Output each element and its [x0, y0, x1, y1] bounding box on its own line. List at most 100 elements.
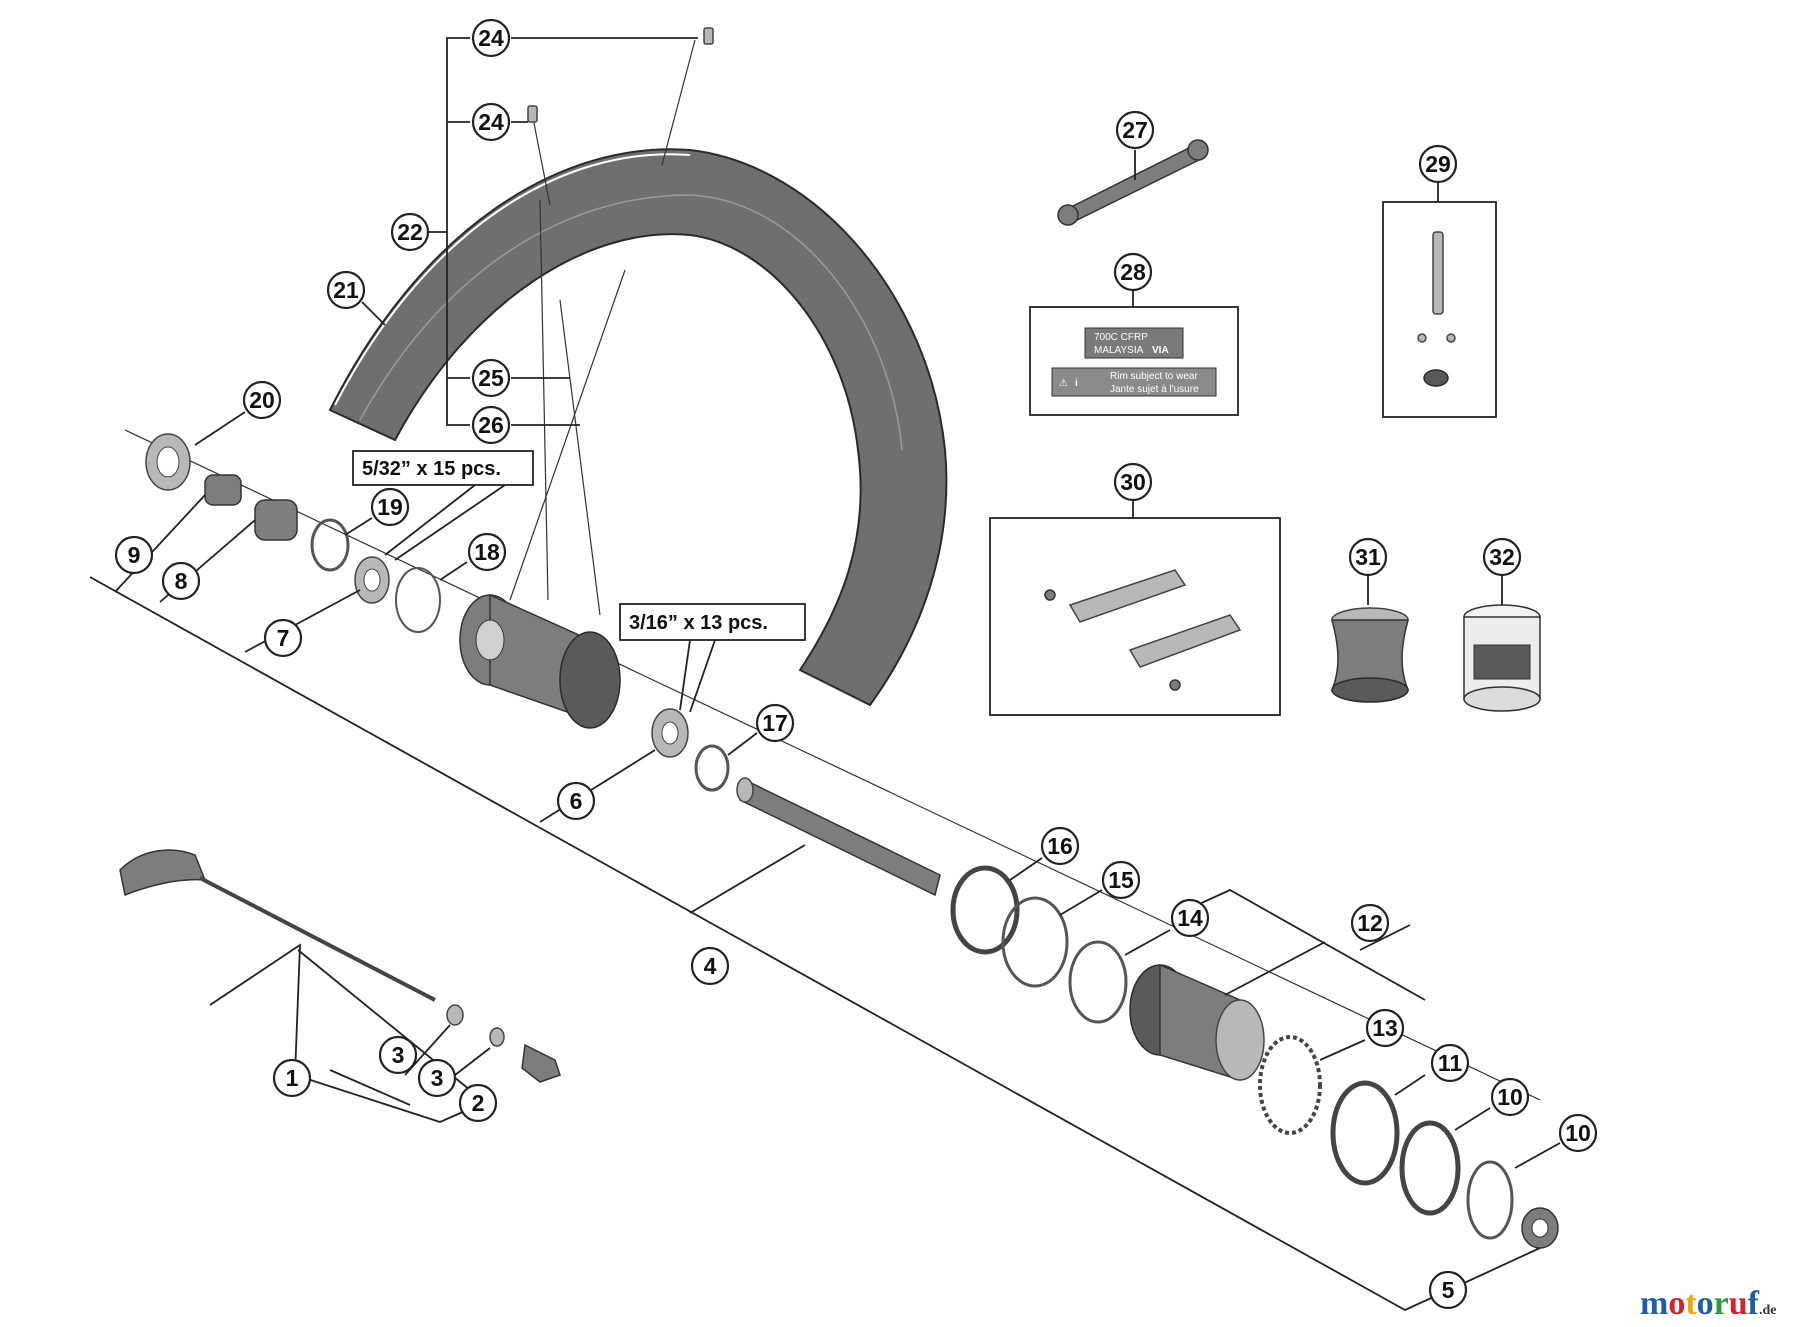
callout-8: 8 — [161, 561, 201, 601]
svg-text:26: 26 — [478, 412, 504, 438]
callout-22: 21 — [326, 270, 366, 310]
valve-part-29 — [1417, 231, 1456, 387]
spoke-25 — [559, 299, 601, 616]
cone-part-8 — [254, 499, 298, 541]
ring-part-15 — [1068, 940, 1128, 1024]
svg-text:10: 10 — [1497, 1084, 1523, 1110]
svg-text:8: 8 — [175, 568, 188, 594]
svg-text:10: 10 — [1565, 1120, 1591, 1146]
svg-text:24: 24 — [478, 25, 504, 51]
freehub-part-13 — [1129, 963, 1265, 1082]
brand-suffix: .de — [1759, 1303, 1777, 1318]
callout-32: 32 — [1482, 537, 1522, 577]
callout-1: 1 — [272, 1058, 312, 1098]
ring-part-16 — [1001, 896, 1069, 988]
warning-icon: ⚠ — [1059, 378, 1068, 389]
callout-15: 14 — [1170, 898, 1210, 938]
svg-text:16: 16 — [1047, 833, 1073, 859]
callout-25: 25 — [471, 358, 511, 398]
nipple-24-lower — [527, 105, 538, 123]
decal-line1: 700C CFRP — [1094, 332, 1148, 343]
svg-text:7: 7 — [277, 625, 290, 651]
callout-3b: 3 — [417, 1058, 457, 1098]
svg-text:14: 14 — [1177, 905, 1203, 931]
callout-20: 19 — [370, 487, 410, 527]
note-ball-bearings-3-16: 3/16” x 13 pcs. — [619, 603, 806, 713]
callout-7: 7 — [263, 618, 303, 658]
svg-text:19: 19 — [377, 494, 403, 520]
ring-part-17 — [950, 865, 1020, 955]
callout-6: 6 — [556, 781, 596, 821]
callout-13: 12 — [1350, 903, 1390, 943]
svg-text:22: 22 — [397, 219, 423, 245]
spokes-group — [509, 39, 696, 616]
svg-text:13: 13 — [1372, 1015, 1398, 1041]
decal-line2-mark: VIA — [1152, 345, 1169, 356]
callout-16: 15 — [1101, 860, 1141, 900]
ring-part-10 — [1466, 1160, 1514, 1240]
decal-part-28: 700C CFRP MALAYSIA VIA ⚠ i Rim subject t… — [1051, 327, 1217, 397]
brand-letter: o — [1668, 1285, 1686, 1322]
washer-part-18 — [694, 744, 730, 792]
svg-text:5: 5 — [1442, 1277, 1455, 1303]
locknut-part-21 — [145, 433, 191, 491]
grease-jar-part-32 — [1463, 604, 1541, 712]
quick-release-part-1 — [119, 849, 436, 1002]
bearing-part-6 — [651, 708, 689, 758]
callout-24a: 24 — [471, 18, 511, 58]
svg-text:28: 28 — [1120, 259, 1146, 285]
callouts: 24 24 22 21 25 26 20 19 18 9 8 7 17 6 4 … — [114, 18, 1598, 1310]
callout-23: 22 — [390, 212, 430, 252]
callout-26: 26 — [471, 405, 511, 445]
brand-letter: f — [1747, 1285, 1759, 1322]
svg-text:1: 1 — [286, 1065, 299, 1091]
sprocket-part-14 — [1258, 1035, 1322, 1135]
decal-warning2: Jante sujet à l'usure — [1110, 384, 1199, 395]
callout-27: 27 — [1115, 110, 1155, 150]
callout-12: 11 — [1430, 1043, 1470, 1083]
callout-4: 4 — [690, 946, 730, 986]
svg-text:25: 25 — [478, 365, 504, 391]
callout-14: 13 — [1365, 1008, 1405, 1048]
callout-2: 2 — [458, 1083, 498, 1123]
callout-18: 17 — [755, 703, 795, 743]
ring-part-12 — [1330, 1080, 1400, 1186]
decal-line2: MALAYSIA — [1094, 345, 1144, 356]
adapter-part-31 — [1330, 607, 1410, 703]
svg-text:9: 9 — [128, 542, 141, 568]
endcap-part-5 — [1521, 1207, 1559, 1249]
cone-part-9 — [204, 474, 242, 506]
ring-part-11 — [1399, 1120, 1461, 1216]
info-icon: i — [1075, 378, 1078, 389]
rim-part-22 — [328, 148, 948, 707]
svg-text:11: 11 — [1438, 1050, 1463, 1076]
svg-text:2: 2 — [472, 1090, 485, 1116]
brand-letter: u — [1728, 1285, 1748, 1322]
svg-text:32: 32 — [1489, 544, 1515, 570]
svg-text:31: 31 — [1355, 544, 1381, 570]
hub-body — [459, 593, 621, 729]
decal-box-28 — [1029, 306, 1239, 416]
callout-10: 10 — [1558, 1113, 1598, 1153]
brand-letter: m — [1640, 1285, 1669, 1322]
bearing-part-7 — [354, 556, 390, 604]
brand-watermark: motoruf.de — [1640, 1285, 1777, 1323]
callout-29: 29 — [1418, 144, 1458, 184]
svg-text:6: 6 — [570, 788, 583, 814]
brake-pads-part-30 — [1044, 569, 1242, 691]
callout-19: 18 — [467, 532, 507, 572]
svg-text:17: 17 — [762, 710, 788, 736]
valve-box-29 — [1382, 201, 1497, 418]
svg-text:12: 12 — [1357, 910, 1383, 936]
svg-text:3: 3 — [392, 1042, 405, 1068]
note-ball-bearings-5-32: 5/32” x 15 pcs. — [352, 450, 534, 561]
washer-part-20 — [310, 518, 350, 572]
callout-11: 10 — [1490, 1077, 1530, 1117]
spring-part-3a — [446, 1004, 464, 1026]
note-text-3-16: 3/16” x 13 pcs. — [629, 612, 768, 634]
svg-text:20: 20 — [249, 387, 275, 413]
svg-text:4: 4 — [704, 953, 717, 979]
svg-text:3: 3 — [431, 1065, 444, 1091]
brand-letter: r — [1713, 1285, 1729, 1322]
